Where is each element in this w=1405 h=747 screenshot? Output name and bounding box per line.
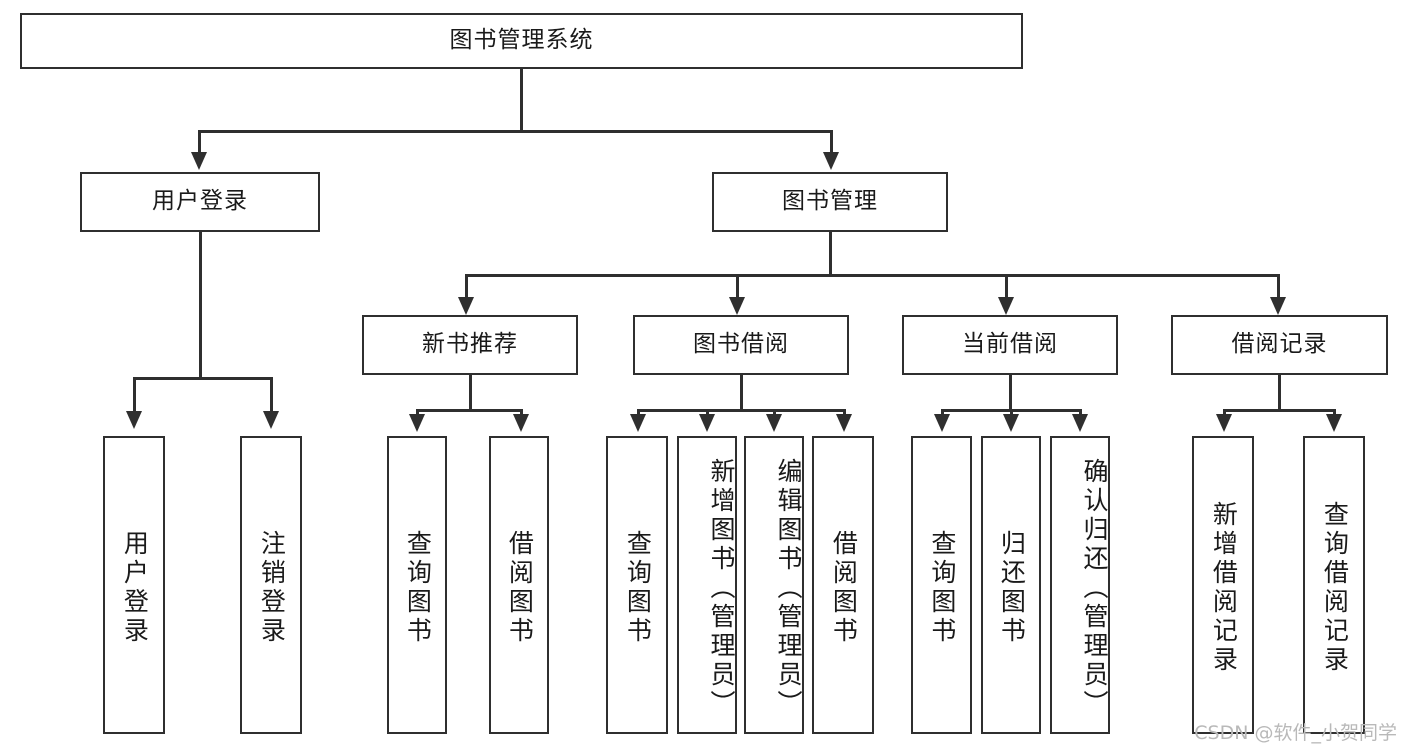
node-book-management[interactable]: 图书管理	[712, 172, 948, 232]
node-user-login[interactable]: 用户登录	[80, 172, 320, 232]
leaf-bb-add-book-admin[interactable]: 新增图书（管理员）	[677, 436, 737, 734]
csdn-watermark: CSDN @软件_小贺同学	[1194, 722, 1397, 744]
arrow-cb-to-leaf-3	[1072, 414, 1088, 432]
arrow-root-to-user-login	[191, 152, 207, 170]
leaf-br-add-record[interactable]: 新增借阅记录	[1192, 436, 1254, 734]
leaf-cb-return-book[interactable]: 归还图书	[981, 436, 1041, 734]
edge-bm-to-new-book	[465, 274, 468, 302]
leaf-cb-query-book[interactable]: 查询图书	[911, 436, 972, 734]
leaf-br-query-record[interactable]: 查询借阅记录	[1303, 436, 1365, 734]
arrow-br-to-leaf-1	[1216, 414, 1232, 432]
arrow-nbr-to-leaf-1	[409, 414, 425, 432]
edge-br-bus	[1223, 409, 1335, 412]
edge-user-login-to-leaf-1	[133, 377, 136, 415]
node-borrow-record[interactable]: 借阅记录	[1171, 315, 1388, 375]
edge-br-stem	[1278, 375, 1281, 411]
arrow-user-login-to-leaf-1	[126, 411, 142, 429]
arrow-bb-to-leaf-2	[699, 414, 715, 432]
edge-root-bus	[198, 130, 832, 133]
arrow-nbr-to-leaf-2	[513, 414, 529, 432]
node-current-borrow[interactable]: 当前借阅	[902, 315, 1118, 375]
edge-user-login-bus	[133, 377, 272, 380]
leaf-bb-borrow-book[interactable]: 借阅图书	[812, 436, 874, 734]
edge-bm-to-current-borrow	[1005, 274, 1008, 302]
leaf-user-login-logout[interactable]: 注销登录	[240, 436, 302, 734]
arrow-bm-to-current-borrow	[998, 297, 1014, 315]
arrow-bm-to-new-book	[458, 297, 474, 315]
edge-bb-stem	[740, 375, 743, 411]
edge-root-to-user-login	[198, 130, 201, 158]
node-root-book-management-system[interactable]: 图书管理系统	[20, 13, 1023, 69]
arrow-cb-to-leaf-2	[1003, 414, 1019, 432]
edge-book-management-bus	[465, 274, 1279, 277]
leaf-nbr-borrow-book[interactable]: 借阅图书	[489, 436, 549, 734]
edge-bb-bus	[637, 409, 845, 412]
edge-nbr-stem	[469, 375, 472, 411]
arrow-bm-to-borrow-record	[1270, 297, 1286, 315]
leaf-bb-query-book[interactable]: 查询图书	[606, 436, 668, 734]
edge-bm-to-book-borrow	[736, 274, 739, 302]
node-new-book-recommend[interactable]: 新书推荐	[362, 315, 578, 375]
arrow-root-to-book-management	[823, 152, 839, 170]
leaf-nbr-query-book[interactable]: 查询图书	[387, 436, 447, 734]
leaf-bb-edit-book-admin[interactable]: 编辑图书（管理员）	[744, 436, 804, 734]
edge-book-management-stem	[829, 232, 832, 275]
edge-user-login-stem	[199, 232, 202, 379]
edge-cb-stem	[1009, 375, 1012, 411]
edge-root-stem	[520, 69, 523, 131]
leaf-user-login-login[interactable]: 用户登录	[103, 436, 165, 734]
edge-user-login-to-leaf-2	[270, 377, 273, 415]
leaf-cb-confirm-return-admin[interactable]: 确认归还（管理员）	[1050, 436, 1110, 734]
arrow-br-to-leaf-2	[1326, 414, 1342, 432]
edge-nbr-bus	[416, 409, 522, 412]
arrow-bb-to-leaf-4	[836, 414, 852, 432]
arrow-bm-to-book-borrow	[729, 297, 745, 315]
node-book-borrow[interactable]: 图书借阅	[633, 315, 849, 375]
edge-root-to-book-management	[830, 130, 833, 158]
arrow-bb-to-leaf-1	[630, 414, 646, 432]
arrow-bb-to-leaf-3	[766, 414, 782, 432]
arrow-user-login-to-leaf-2	[263, 411, 279, 429]
arrow-cb-to-leaf-1	[934, 414, 950, 432]
edge-bm-to-borrow-record	[1277, 274, 1280, 302]
